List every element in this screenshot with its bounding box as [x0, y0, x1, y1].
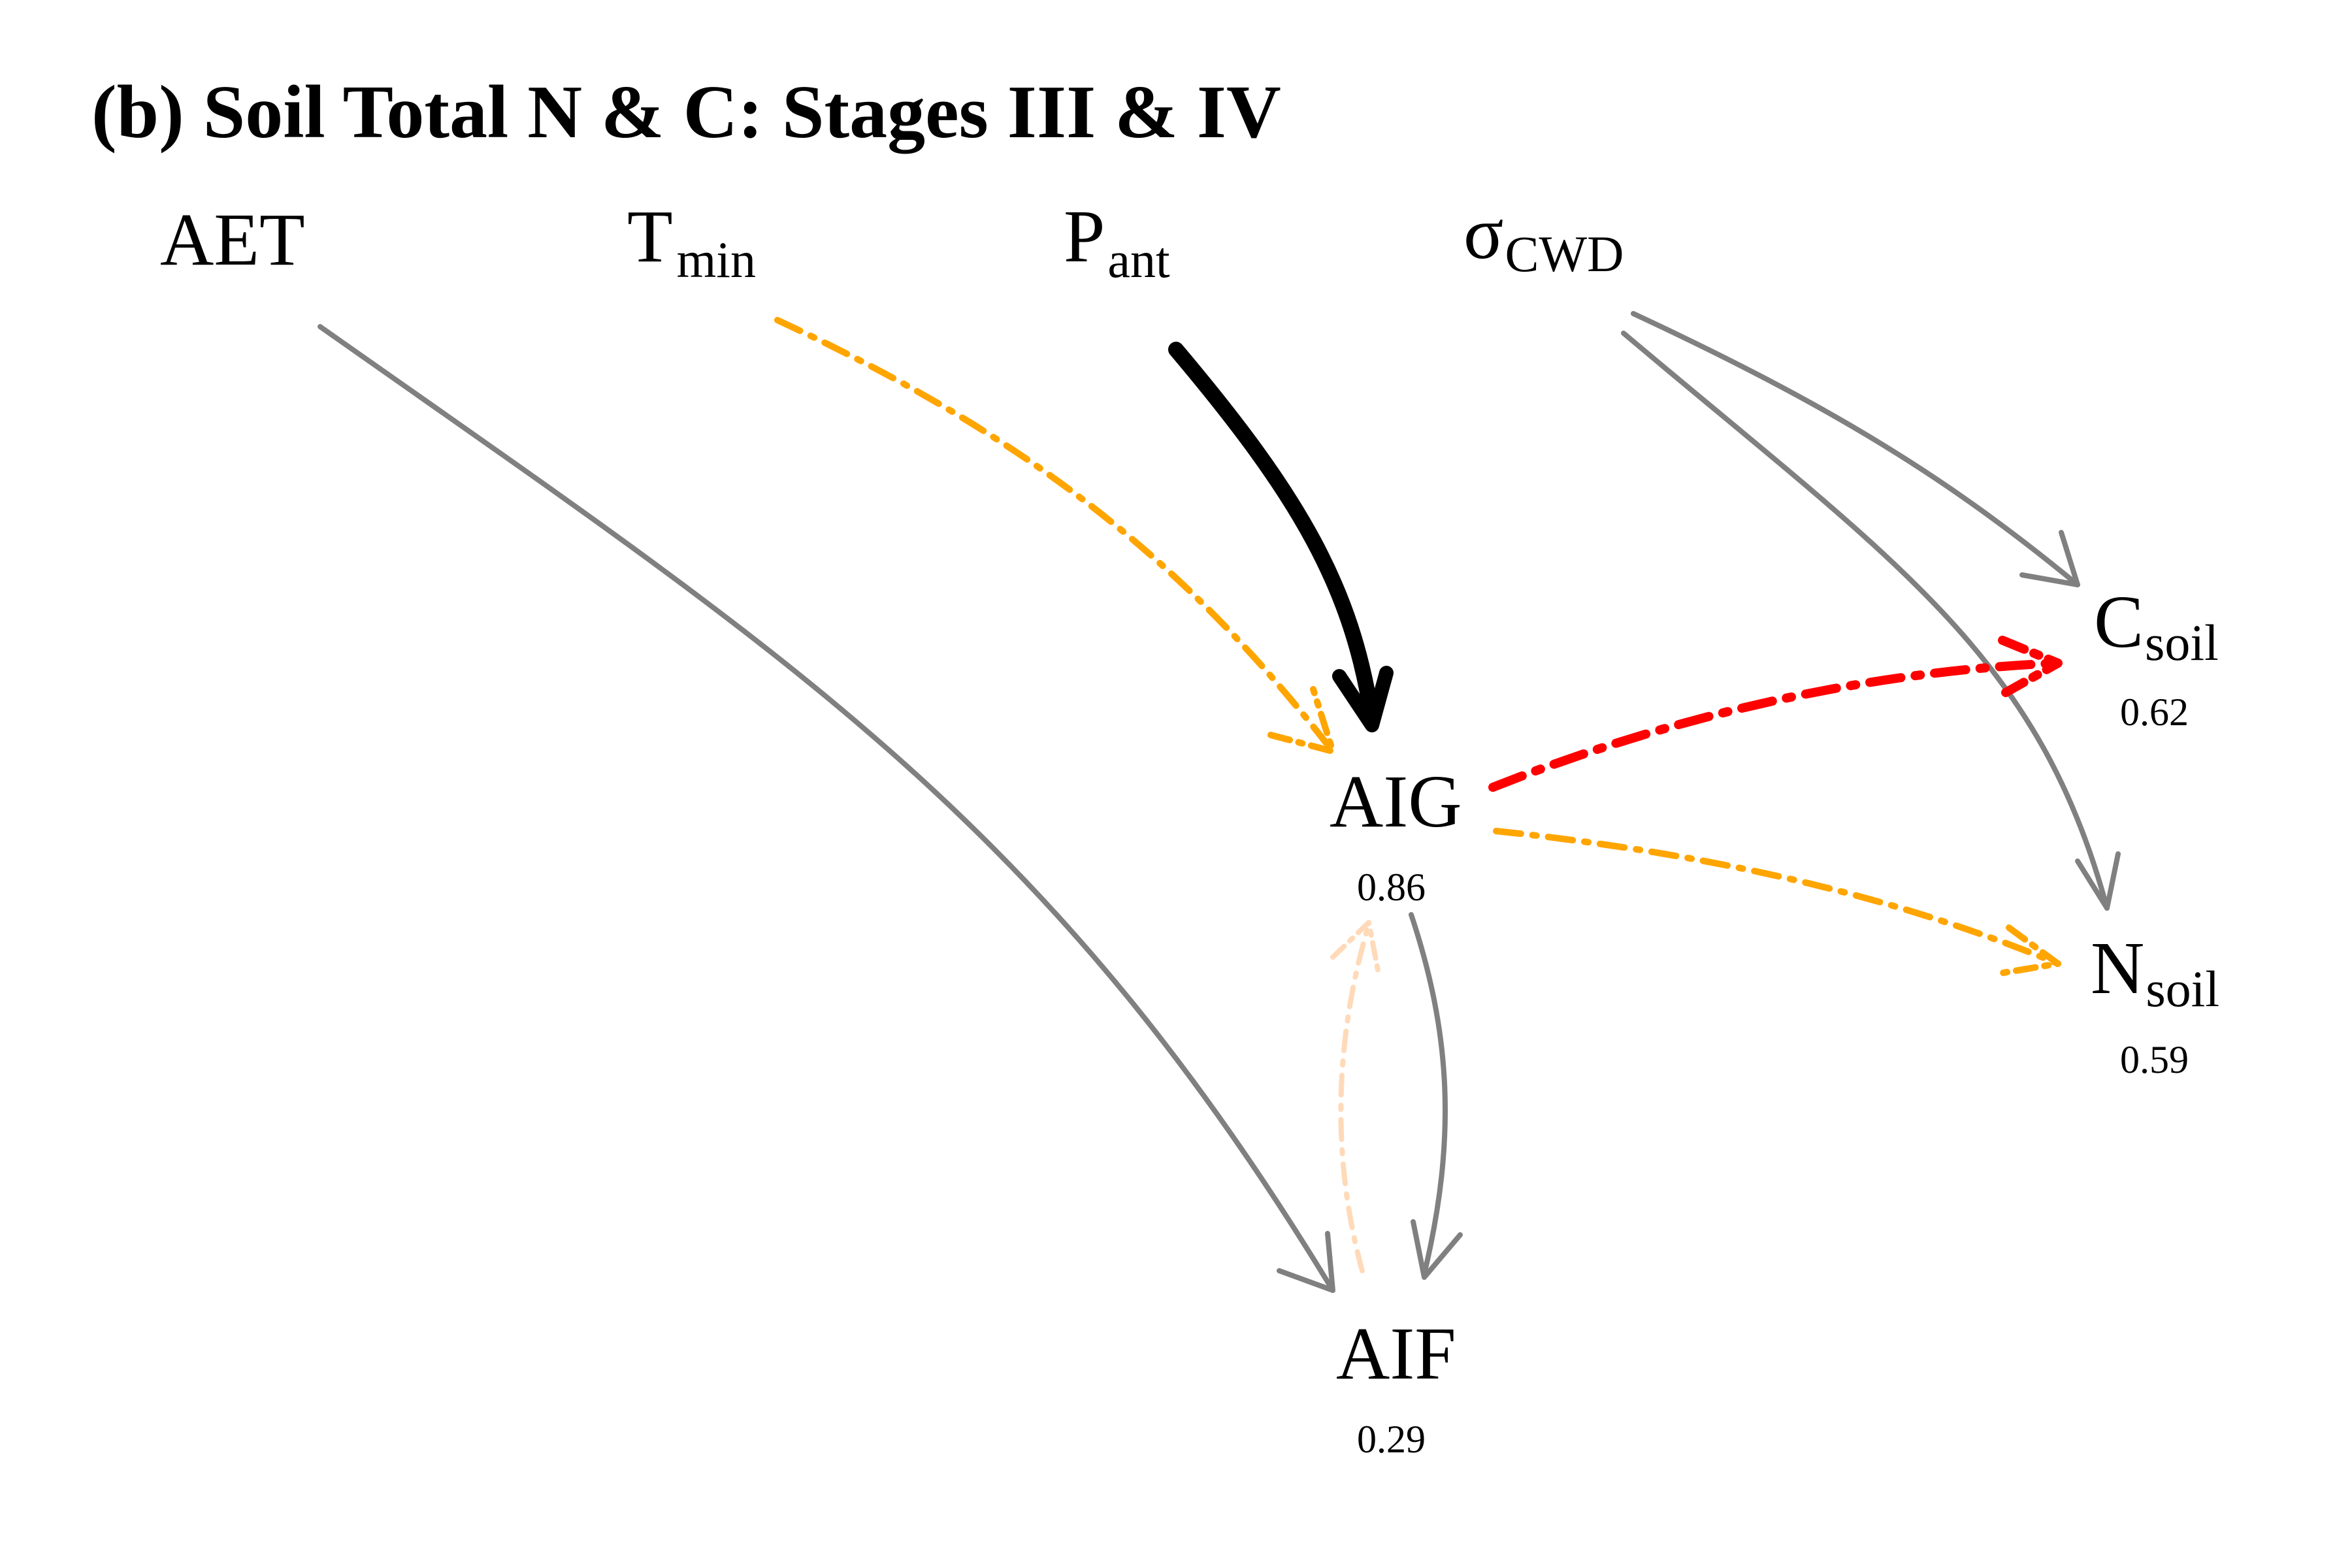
node-aig: AIG 0.86 — [1330, 760, 1462, 909]
svg-text:Nsoil: Nsoil — [2091, 926, 2219, 1017]
node-csoil-r2: 0.62 — [2120, 691, 2189, 734]
edge-aig-to-csoil — [1488, 636, 2063, 792]
node-pant-label: P — [1064, 195, 1105, 278]
node-aif-r2: 0.29 — [1357, 1418, 1426, 1461]
edge-sigma-to-nsoil — [1621, 331, 2121, 911]
node-tmin-subscript: min — [677, 231, 756, 288]
node-aif: AIF 0.29 — [1336, 1312, 1456, 1461]
edge-aig-to-nsoil — [1493, 828, 2061, 977]
node-csoil-subscript: soil — [2145, 614, 2219, 671]
node-aig-r2: 0.86 — [1357, 866, 1426, 909]
edge-sigma-to-csoil — [1631, 311, 2080, 587]
node-csoil: Csoil 0.62 — [2094, 580, 2219, 734]
node-aet-label: AET — [160, 198, 305, 281]
node-pant-subscript: ant — [1107, 231, 1170, 288]
svg-text:Pant: Pant — [1064, 195, 1170, 288]
node-nsoil-subscript: soil — [2146, 960, 2219, 1017]
node-tmin-label: T — [627, 195, 673, 278]
node-aet: AET — [160, 198, 305, 281]
svg-text:σCWD: σCWD — [1463, 191, 1624, 282]
node-nsoil-label: N — [2091, 926, 2144, 1009]
node-sigma-cwd: σCWD — [1463, 191, 1624, 282]
svg-text:Csoil: Csoil — [2094, 580, 2219, 671]
node-tmin: Tmin — [627, 195, 756, 288]
edge-aif-to-aig — [1330, 920, 1381, 1273]
node-sigma-subscript: CWD — [1505, 225, 1624, 282]
diagram-title: (b) Soil Total N & C: Stages III & IV — [91, 71, 1281, 154]
edge-tmin-to-aig — [774, 317, 1336, 755]
edge-aig-to-aif — [1409, 912, 1463, 1280]
node-aif-label: AIF — [1336, 1312, 1456, 1395]
node-pant: Pant — [1064, 195, 1170, 288]
svg-text:Tmin: Tmin — [627, 195, 756, 288]
edge-pant-to-aig — [1168, 342, 1394, 732]
node-nsoil: Nsoil 0.59 — [2091, 926, 2219, 1081]
node-nsoil-r2: 0.59 — [2120, 1038, 2189, 1081]
node-sigma-label: σ — [1463, 191, 1503, 274]
node-aig-label: AIG — [1330, 760, 1462, 843]
edge-aet-to-aif — [318, 324, 1335, 1293]
node-csoil-label: C — [2094, 580, 2144, 663]
